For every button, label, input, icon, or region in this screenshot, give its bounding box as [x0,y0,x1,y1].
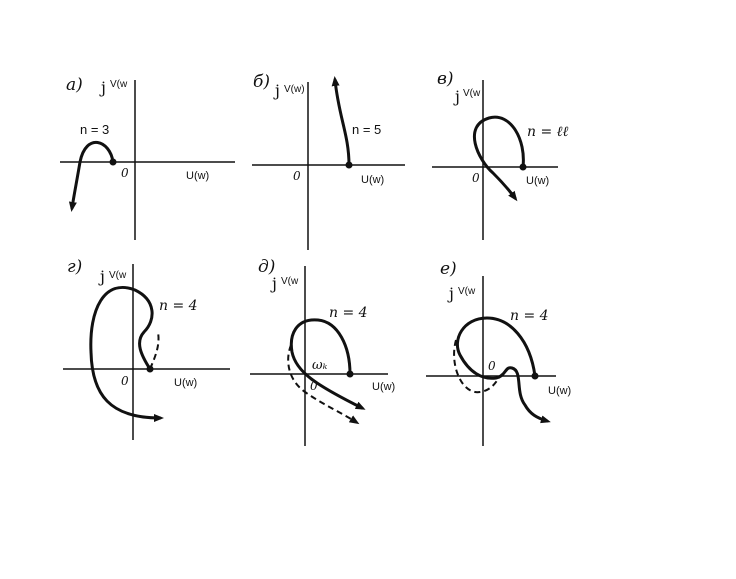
origin-label: 0 [121,374,129,388]
y-axis-label: V(w [463,88,481,99]
hodograph-dashed-curve [149,331,160,370]
x-axis-label: U(w) [526,175,549,187]
y-axis-label: V(w [458,286,476,297]
omega-k-label: ωₖ [312,358,328,373]
panel-d: г) j V(w U(w) 0 n = 4 [63,257,230,440]
y-axis-j: j [447,284,454,303]
hodograph-dashed-curve [287,344,360,425]
hodograph-dashed-curve [453,339,503,394]
n-label: n = 3 [80,122,109,137]
panel-a: а) j V(w U(w) 0 n = 3 [60,75,235,240]
n-label: n = ℓℓ [527,124,568,140]
hodograph-curve [289,318,366,410]
panel-c: в) j V(w U(w) 0 n = ℓℓ [432,69,568,240]
y-axis-label: V(w [281,276,299,287]
hodograph-curve [89,286,164,422]
panel-letter: в) [437,69,454,89]
y-axis-label: V(w) [284,84,305,95]
panel-letter: а) [66,75,83,95]
start-point [109,158,117,166]
y-axis-j: j [270,274,277,293]
y-axis-j: j [273,81,280,100]
x-axis-label: U(w) [372,381,395,393]
x-axis-label: U(w) [361,174,384,186]
start-point [531,372,539,380]
origin-label: 0 [293,169,301,183]
y-axis-label: V(w [110,79,128,90]
panel-letter: е) [440,259,457,279]
n-label: n = 4 [329,305,368,321]
panel-e: д) j V(w U(w) 0 ωₖ n = 4 [250,257,395,446]
n-label: n = 4 [159,298,198,314]
n-label: n = 4 [510,308,549,324]
x-axis-label: U(w) [548,385,571,397]
n-label: n = 5 [352,122,381,137]
origin-label: 0 [488,359,496,373]
y-axis-j: j [99,78,106,97]
y-axis-j: j [98,267,105,286]
start-point [519,163,527,171]
panel-letter: д) [258,257,275,277]
origin-label: 0 [310,379,318,393]
hodograph-curve [331,76,351,167]
hodograph-curve [68,140,115,212]
panel-b: б) j V(w) U(w) 0 n = 5 [252,72,405,250]
panel-letter: б) [253,72,270,92]
x-axis-label: U(w) [174,377,197,389]
y-axis-j: j [453,87,460,106]
origin-label: 0 [472,171,480,185]
start-point [146,365,154,373]
start-point [345,161,353,169]
hodograph-curve [455,316,551,424]
panel-f: е) j V(w U(w) 0 n = 4 [426,259,571,446]
x-axis-label: U(w) [186,170,209,182]
hodograph-curve [472,115,525,202]
start-point [346,370,354,378]
panel-letter: г) [67,257,82,277]
y-axis-label: V(w [109,270,127,281]
origin-label: 0 [121,166,129,180]
